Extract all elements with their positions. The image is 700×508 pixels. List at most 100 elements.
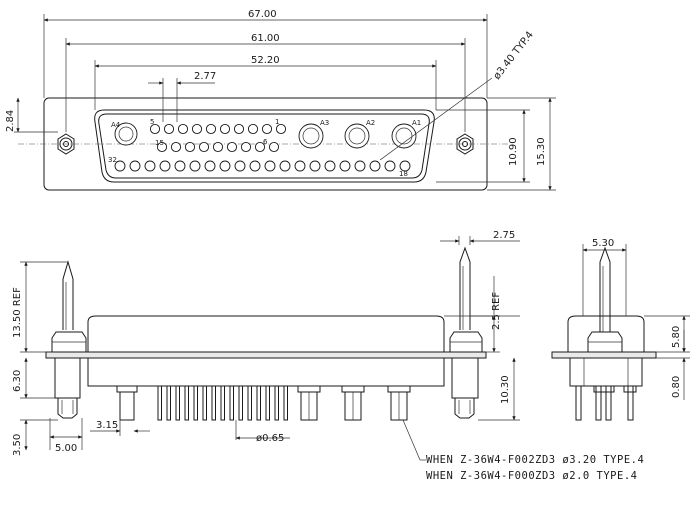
label-a2: A2	[366, 119, 375, 127]
elevation-shell	[87, 315, 445, 352]
signal-pin	[114, 160, 126, 172]
signal-pin	[384, 160, 396, 172]
signal-pin	[205, 123, 217, 135]
signal-pin	[240, 141, 252, 153]
end-flange	[551, 351, 657, 359]
dim-hole-spacing: 61.00	[251, 33, 280, 44]
label-a3: A3	[320, 119, 329, 127]
signal-pin	[159, 160, 171, 172]
dim-pin-height-ref: 13.50 REF	[12, 287, 23, 338]
signal-pin	[275, 123, 287, 135]
signal-pin	[279, 160, 291, 172]
signal-tail	[166, 385, 171, 421]
dim-hole-offset: 2.84	[5, 110, 16, 132]
signal-tail	[256, 385, 261, 421]
signal-pin	[324, 160, 336, 172]
signal-pin	[249, 160, 261, 172]
signal-tail	[193, 385, 198, 421]
label-pin-5: 5	[150, 118, 154, 126]
signal-tail	[238, 385, 243, 421]
signal-pin	[163, 123, 175, 135]
coax-contact-a3	[298, 123, 324, 149]
elevation-flange	[45, 351, 487, 359]
signal-pin	[247, 123, 259, 135]
label-a4: A4	[111, 121, 121, 129]
note-line-1: WHEN Z-36W4-F002ZD3 ø3.20 TYPE.4	[426, 454, 644, 466]
dim-shell-width: 52.20	[251, 55, 280, 66]
end-view: 5.30 5.80 0.80	[551, 238, 690, 421]
dim-side-offset: 0.80	[671, 376, 682, 398]
signal-tail	[220, 385, 225, 421]
signal-tail	[175, 385, 180, 421]
note-line-2: WHEN Z-36W4-F000ZD3 ø2.0 TYPE.4	[426, 470, 637, 482]
signal-tail	[247, 385, 252, 421]
signal-pin	[191, 123, 203, 135]
signal-pin	[198, 141, 210, 153]
dim-shell-height: 10.90	[508, 137, 519, 166]
elevation-body	[87, 357, 445, 387]
signal-pin	[177, 123, 189, 135]
signal-pin	[156, 141, 168, 153]
signal-tail	[274, 385, 279, 421]
dim-foot-width: 5.00	[55, 443, 77, 454]
label-pin-1: 1	[275, 118, 279, 126]
signal-pin-row-3	[114, 160, 411, 172]
signal-pin	[189, 160, 201, 172]
signal-pin-row-1	[149, 123, 287, 135]
coax-tails	[116, 385, 411, 421]
dim-tail-offset: 3.15	[96, 420, 118, 431]
signal-tail	[184, 385, 189, 421]
dim-flange-height: 15.30	[536, 137, 547, 166]
coax-contact-a1	[391, 123, 417, 149]
signal-pin	[219, 160, 231, 172]
signal-pin	[204, 160, 216, 172]
signal-pin-row-2	[156, 141, 280, 153]
side-elevation: 13.50 REF 6.30 3.50 5.00 3.15 ø0.65 2.75	[12, 230, 644, 482]
signal-pin	[149, 123, 161, 135]
dim-post-width: 2.75	[493, 230, 515, 241]
signal-tail	[211, 385, 216, 421]
label-a1: A1	[412, 119, 421, 127]
signal-pin	[184, 141, 196, 153]
signal-pin	[219, 123, 231, 135]
end-body	[569, 357, 643, 387]
post-left	[51, 260, 87, 419]
signal-pin	[144, 160, 156, 172]
dim-body-depth: 10.30	[500, 375, 511, 404]
dim-pin-pitch: 2.77	[194, 71, 216, 82]
signal-pin	[268, 141, 280, 153]
front-view: A4 A3 A2 A1 5 1 15 6 32 18 67.00 61.00 5…	[5, 9, 556, 191]
signal-pin	[226, 141, 238, 153]
post-right	[449, 246, 483, 419]
label-pin-15: 15	[155, 139, 164, 147]
signal-tail	[202, 385, 207, 421]
signal-pin	[254, 141, 266, 153]
signal-pin	[174, 160, 186, 172]
dim-tail-dia: ø0.65	[256, 433, 284, 444]
d-shell-inner	[98, 113, 430, 179]
dim-side-width: 5.30	[592, 238, 614, 249]
coax-contact-a2	[344, 123, 370, 149]
signal-pin	[294, 160, 306, 172]
signal-pin	[129, 160, 141, 172]
dim-tail-length: 3.50	[12, 434, 23, 456]
dim-flange-to-bottom: 6.30	[12, 370, 23, 392]
signal-pin	[212, 141, 224, 153]
dim-post-ref: 2.5 REF	[491, 292, 502, 330]
signal-pin	[233, 123, 245, 135]
signal-pin	[309, 160, 321, 172]
signal-pin	[234, 160, 246, 172]
signal-tail	[265, 385, 270, 421]
end-shell	[567, 315, 645, 352]
signal-pin	[170, 141, 182, 153]
label-pin-32: 32	[108, 156, 117, 164]
dim-side-shell-height: 5.80	[671, 326, 682, 348]
label-pin-18: 18	[399, 170, 408, 178]
d-shell-outer	[94, 109, 435, 183]
dim-mount-hole-dia: ø3.40 TYP.4	[492, 30, 536, 82]
signal-tail	[229, 385, 234, 421]
signal-pin	[261, 123, 273, 135]
signal-pin	[399, 160, 411, 172]
signal-pin	[369, 160, 381, 172]
